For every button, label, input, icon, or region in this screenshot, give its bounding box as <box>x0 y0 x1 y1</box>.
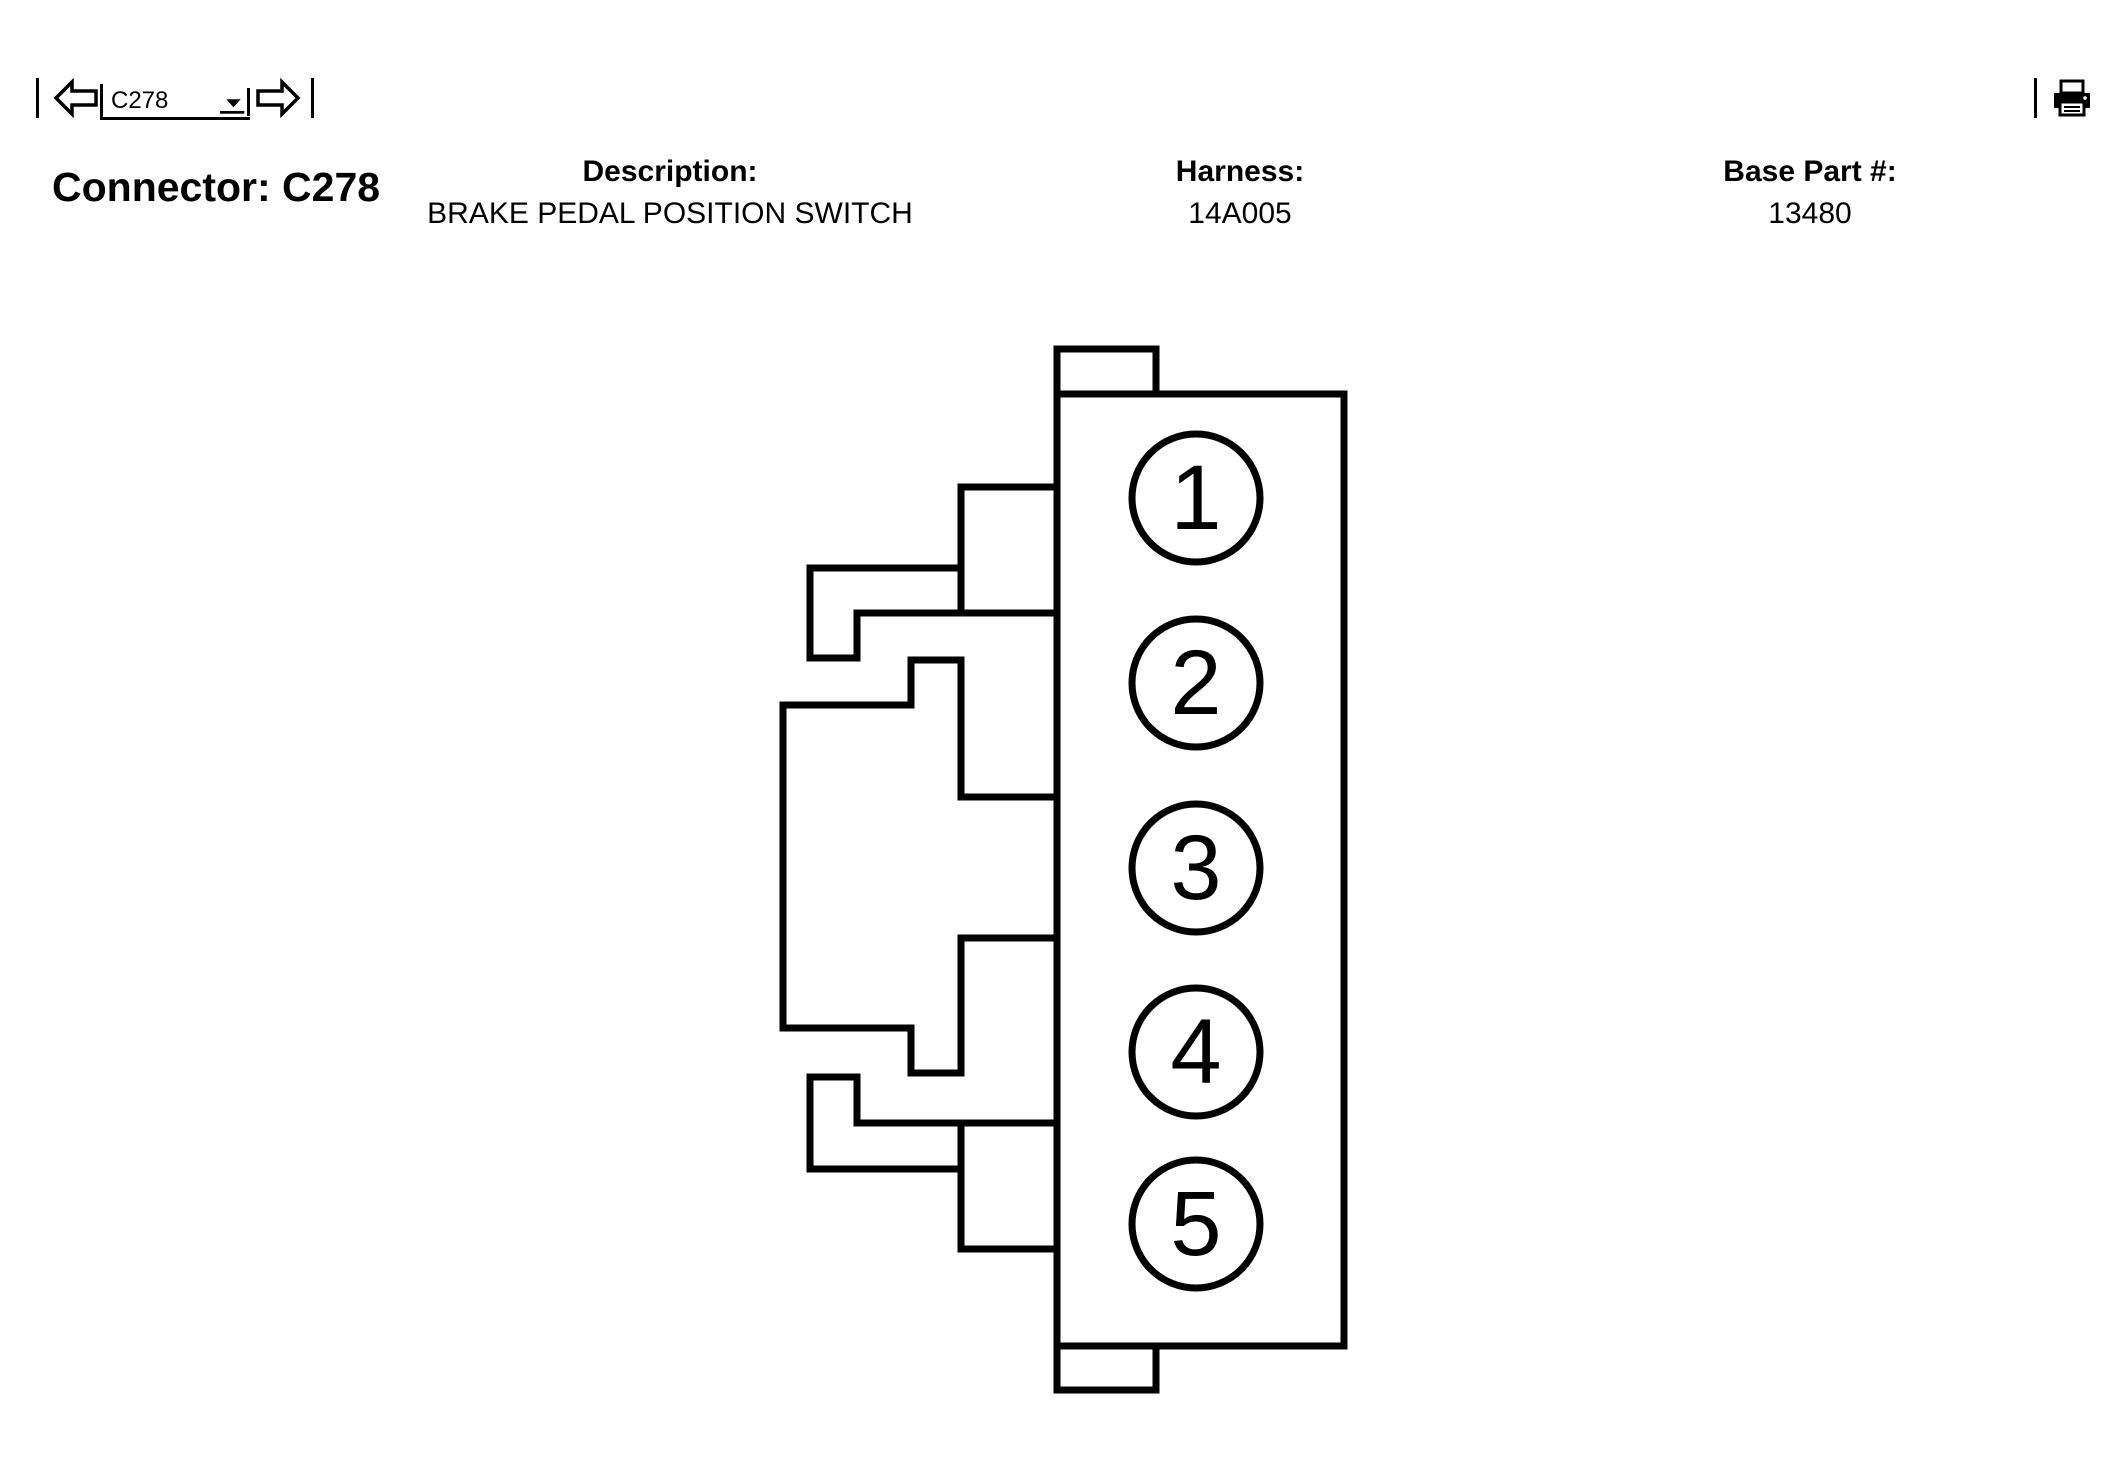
harness-value: 14A005 <box>1188 197 1292 230</box>
pin-cavity: 3 <box>1128 800 1264 936</box>
lower-latch <box>806 1073 1057 1253</box>
pin-circle <box>1128 615 1264 751</box>
upper-latch <box>806 483 1057 662</box>
toolbar-separator-print <box>2034 78 2037 118</box>
pin-number: 4 <box>1170 1001 1221 1103</box>
connector-select-value: C278 <box>111 87 169 114</box>
pin-cavity: 1 <box>1128 430 1264 566</box>
pin-number: 5 <box>1170 1173 1221 1275</box>
toolbar-separator-right <box>311 78 314 118</box>
description-value: BRAKE PEDAL POSITION SWITCH <box>427 197 913 230</box>
base-part-value: 13480 <box>1768 197 1852 230</box>
pin-number: 1 <box>1170 447 1221 549</box>
pin-number: 3 <box>1170 817 1221 919</box>
connector-body <box>1053 390 1348 1350</box>
locking-arm <box>779 656 1057 1077</box>
base-part-label: Base Part #: <box>1723 155 1897 188</box>
chevron-down-icon[interactable] <box>220 88 250 116</box>
pin-cavity: 4 <box>1128 984 1264 1120</box>
base-part-block: Base Part #: 13480 <box>1690 154 1930 232</box>
pin-cavity: 5 <box>1128 1156 1264 1292</box>
harness-block: Harness: 14A005 <box>1130 154 1350 232</box>
connector-title: Connector: C278 <box>52 164 381 210</box>
harness-label: Harness: <box>1175 155 1305 188</box>
pin-circle <box>1128 430 1264 566</box>
printer-icon <box>2054 79 2090 117</box>
print-button[interactable] <box>2050 78 2094 118</box>
next-connector-button[interactable] <box>254 76 302 120</box>
pin-cavity: 2 <box>1128 615 1264 751</box>
right-arrow-icon <box>256 77 301 119</box>
pin-number: 2 <box>1170 632 1221 734</box>
pin-circle <box>1128 800 1264 936</box>
description-block: Description: BRAKE PEDAL POSITION SWITCH <box>390 154 950 232</box>
pin-circle <box>1128 1156 1264 1292</box>
bottom-tab <box>1053 1346 1160 1394</box>
toolbar-separator-left <box>36 78 39 118</box>
description-label: Description: <box>582 155 758 188</box>
previous-connector-button[interactable] <box>52 76 100 120</box>
left-arrow-icon <box>53 77 98 119</box>
connector-select[interactable]: C278 <box>100 84 250 120</box>
top-tab <box>1053 345 1160 394</box>
pin-circle <box>1128 984 1264 1120</box>
